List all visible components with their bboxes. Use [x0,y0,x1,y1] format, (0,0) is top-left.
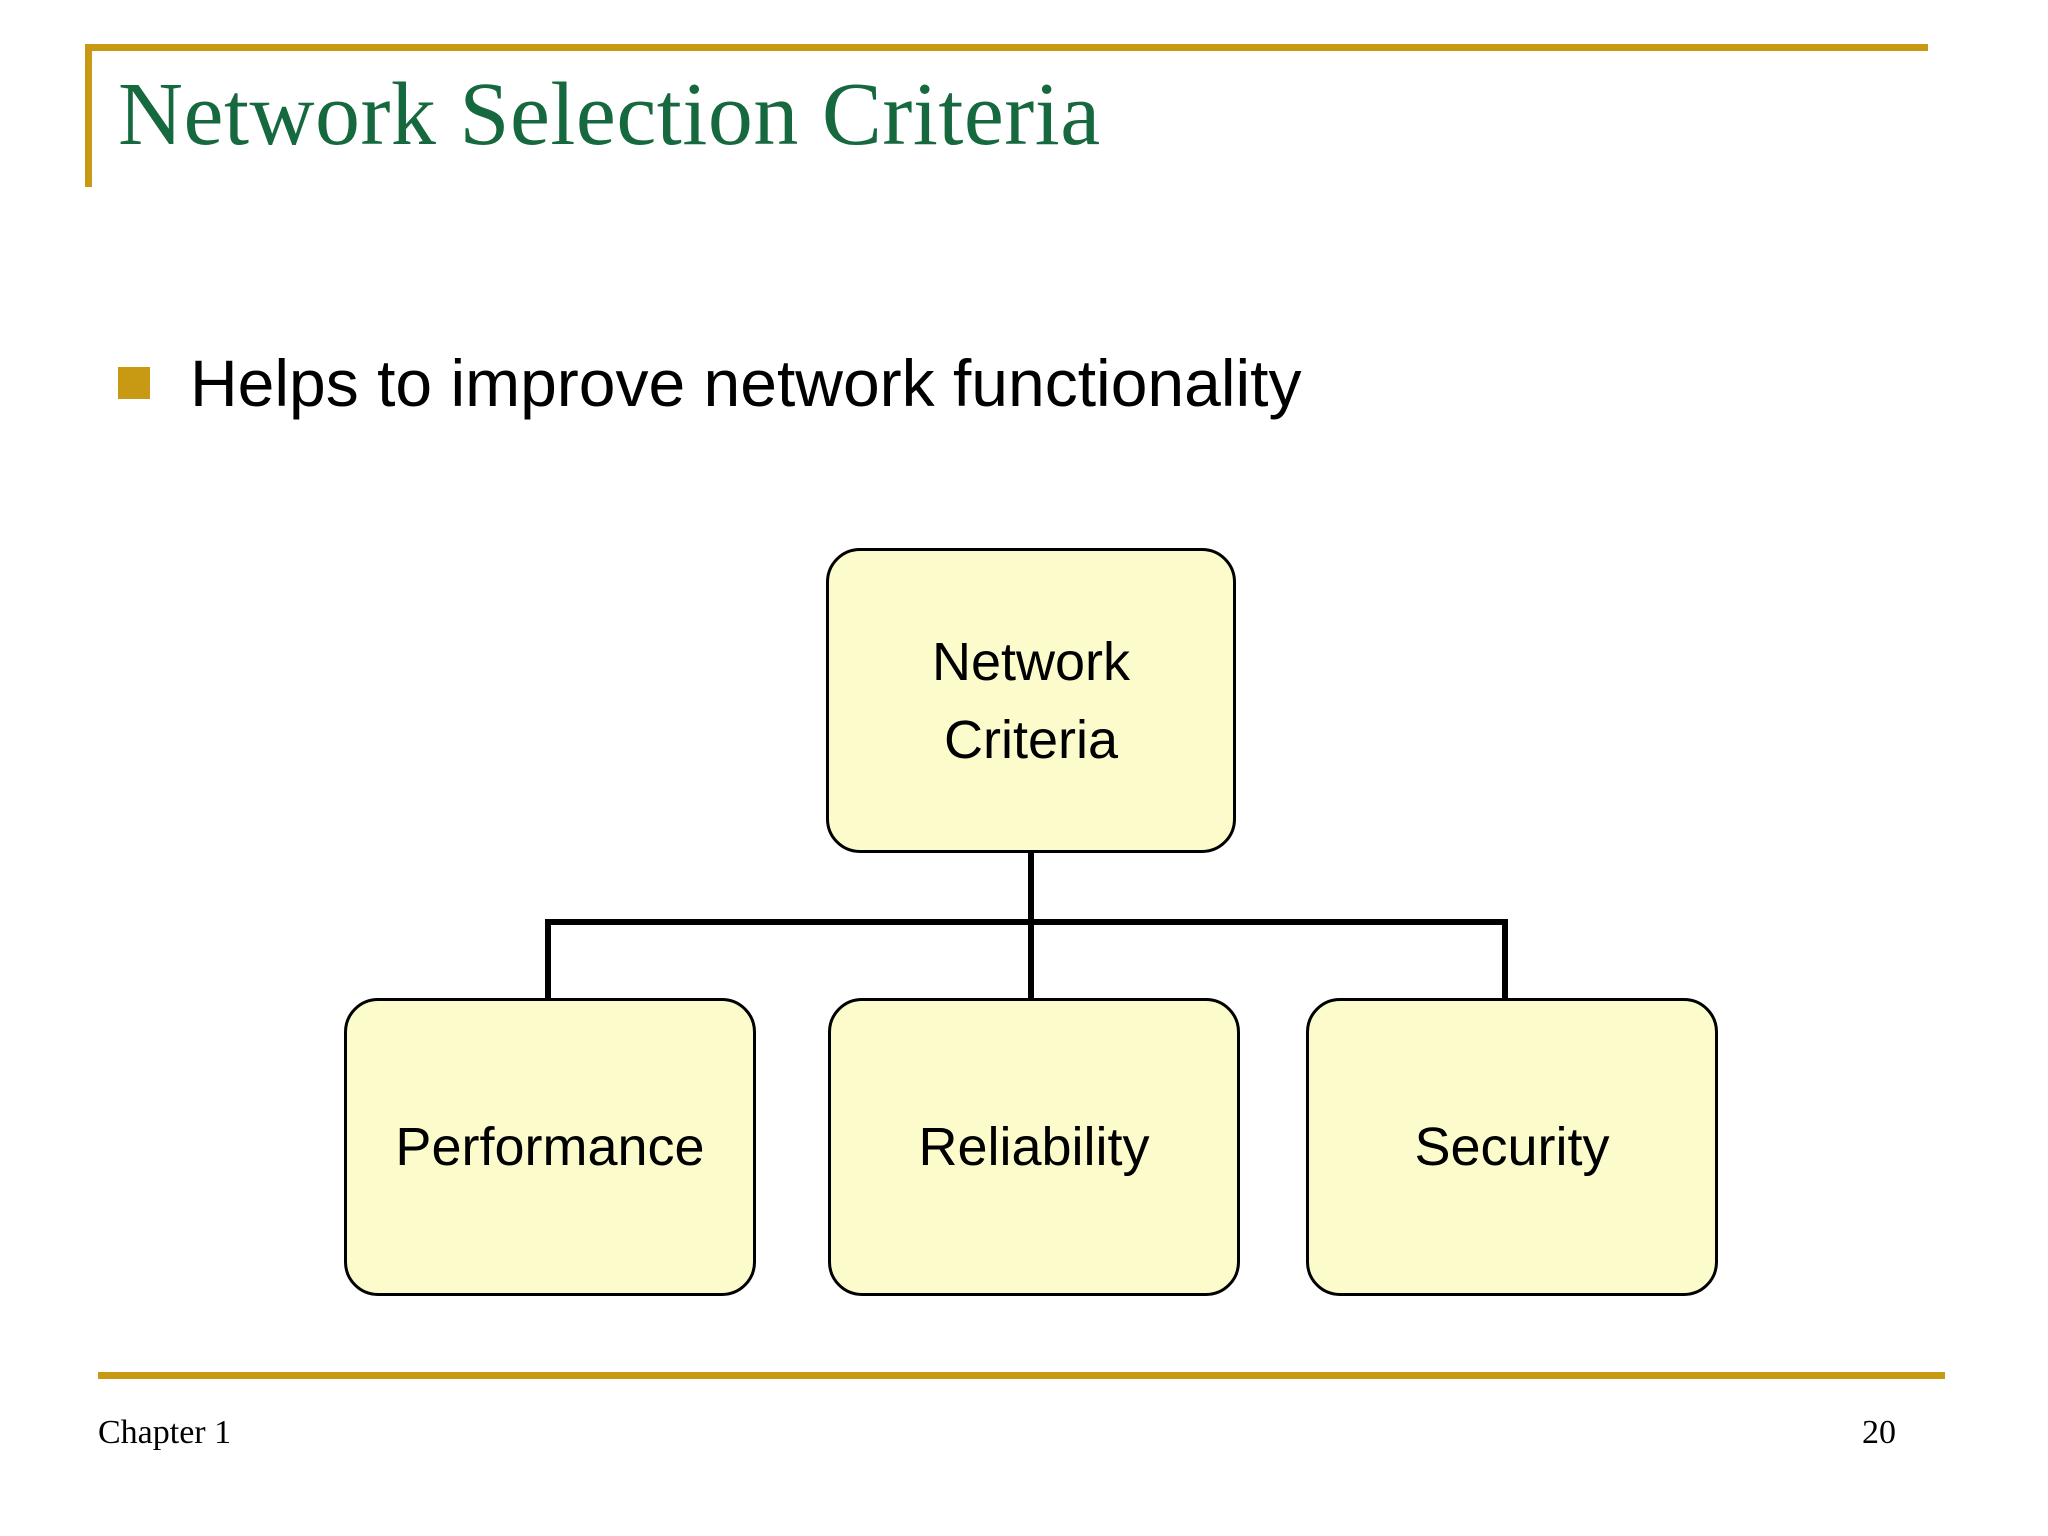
diagram-node-reliability[interactable]: Reliability [828,998,1240,1296]
diagram-node-reliability-label: Reliability [918,1117,1150,1177]
connector-root-stem [1028,853,1034,925]
diagram-node-root-line1: Network [931,631,1131,692]
square-bullet-icon [118,367,150,399]
diagram-node-security[interactable]: Security [1306,998,1718,1296]
diagram-node-security-label: Security [1414,1117,1610,1177]
bullet-item-label: Helps to improve network functionality [190,346,1302,420]
connector-drop-performance [545,919,551,1000]
diagram-node-network-criteria[interactable]: Network Criteria [826,548,1236,853]
bullet-list-item: Helps to improve network functionality [118,345,1302,421]
diagram-node-performance[interactable]: Performance [344,998,756,1296]
left-gold-rule [85,44,92,187]
top-gold-rule [85,44,1928,51]
connector-drop-security [1502,919,1508,1000]
page-title: Network Selection Criteria [118,65,1101,164]
diagram-node-root-line2: Criteria [943,709,1118,770]
connector-horizontal-bus [545,919,1508,925]
diagram-node-root-label: Network Criteria [932,623,1130,779]
connector-drop-reliability [1028,919,1034,1000]
footer-gold-rule [98,1372,1945,1379]
footer-page-number: 20 [1862,1414,1896,1451]
diagram-node-performance-label: Performance [395,1117,705,1177]
footer-chapter-label: Chapter 1 [98,1414,232,1451]
